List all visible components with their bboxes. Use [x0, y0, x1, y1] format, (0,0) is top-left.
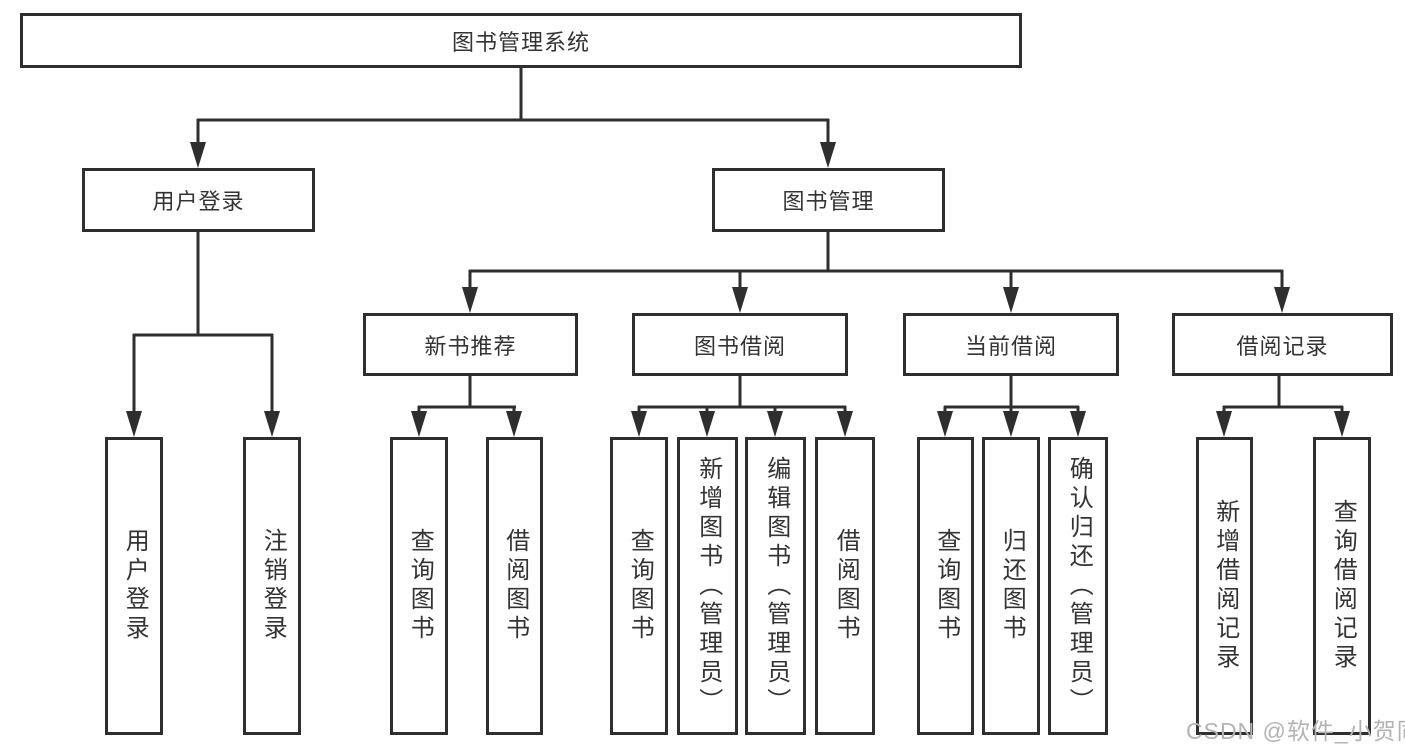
- node-user-login-branch: 用户登录: [82, 168, 315, 232]
- leaf-bb-query-books: 查询图书: [610, 437, 668, 735]
- node-label: 注销登录: [259, 528, 287, 644]
- leaf-bb-edit-books: 编辑图书（管理员）: [745, 437, 806, 735]
- node-label: 用户登录: [152, 189, 245, 214]
- leaf-bb-borrow-books: 借阅图书: [815, 437, 875, 735]
- csdn-watermark: CSDN @软件_小贺同学: [1186, 718, 1405, 744]
- leaf-br-query-record: 查询借阅记录: [1313, 437, 1371, 735]
- node-label: 新增借阅记录: [1211, 499, 1239, 673]
- arrow-heads: [126, 142, 1350, 437]
- leaf-logout: 注销登录: [243, 437, 301, 735]
- node-book-management: 图书管理: [712, 168, 945, 232]
- node-label: 图书借阅: [693, 333, 786, 359]
- node-label: 查询图书: [626, 528, 654, 644]
- node-book-borrow: 图书借阅: [632, 313, 848, 376]
- node-label: 借阅图书: [501, 528, 529, 644]
- node-label: 新增图书（管理员）: [694, 455, 722, 717]
- leaf-bb-add-books: 新增图书（管理员）: [677, 437, 738, 735]
- leaf-cb-confirm-return: 确认归还（管理员）: [1048, 437, 1108, 735]
- node-label: 确认归还（管理员）: [1065, 455, 1093, 717]
- node-label: 归还图书: [998, 528, 1026, 644]
- node-library-system: 图书管理系统: [20, 13, 1022, 68]
- leaf-nb-borrow-books: 借阅图书: [486, 437, 543, 735]
- node-label: 借阅图书: [832, 528, 860, 644]
- node-label: 用户登录: [121, 528, 149, 644]
- leaf-nb-query-books: 查询图书: [390, 437, 448, 735]
- leaf-br-add-record: 新增借阅记录: [1196, 437, 1253, 735]
- node-label: 图书管理系统: [451, 29, 590, 55]
- node-label: 当前借阅: [964, 333, 1057, 359]
- node-borrow-records: 借阅记录: [1172, 313, 1393, 376]
- leaf-user-login: 用户登录: [105, 437, 163, 735]
- node-label: 借阅记录: [1236, 333, 1329, 359]
- node-current-borrow: 当前借阅: [903, 313, 1119, 376]
- leaf-cb-query-books: 查询图书: [917, 437, 974, 735]
- node-label: 编辑图书（管理员）: [762, 455, 790, 717]
- node-label: 查询图书: [406, 528, 434, 644]
- node-label: 查询借阅记录: [1329, 499, 1357, 673]
- leaf-cb-return-books: 归还图书: [982, 437, 1040, 735]
- node-label: 图书管理: [782, 189, 875, 214]
- node-new-book-recommend: 新书推荐: [363, 313, 578, 376]
- node-label: 查询图书: [932, 528, 960, 644]
- node-label: 新书推荐: [424, 333, 517, 359]
